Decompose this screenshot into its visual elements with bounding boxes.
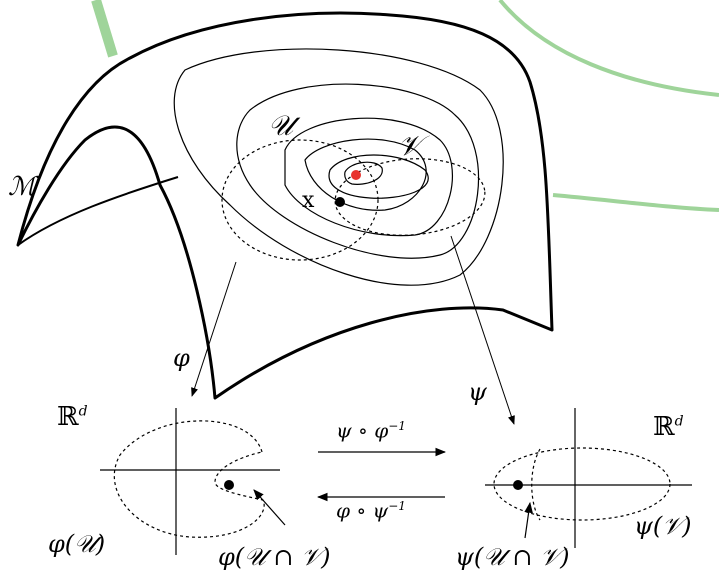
manifold-outline — [16, 11, 554, 400]
left-chart — [100, 408, 286, 555]
red-point-marker — [351, 170, 361, 180]
phi-u-cap-v-label: φ(𝒰 ∩ 𝒱) — [218, 543, 331, 571]
set-v-label: 𝒱 — [398, 129, 422, 162]
psi-arrow — [450, 235, 515, 425]
green-decoration — [91, 0, 719, 212]
chart-map-arrows — [191, 235, 515, 425]
point-x-label: x — [302, 188, 315, 213]
manifold-label: ℳ — [8, 172, 36, 202]
psi-v-label: ψ(𝒱) — [634, 512, 692, 540]
transition-bottom-label: φ ∘ ψ−1 — [336, 498, 406, 523]
rd-right-label: ℝd — [653, 412, 684, 442]
set-v-boundary — [334, 158, 486, 236]
phi-label: φ — [173, 344, 190, 372]
psi-u-cap-v-region — [531, 448, 541, 521]
set-u-boundary — [221, 139, 379, 261]
psi-u-cap-v-pointer — [524, 501, 533, 539]
level-contours — [173, 48, 504, 286]
manifold-surface — [16, 11, 554, 400]
psi-u-cap-v-label: ψ(𝒰 ∩ 𝒱) — [455, 543, 570, 571]
right-chart-point — [513, 480, 523, 490]
manifold-front-edge — [17, 176, 179, 246]
left-chart-point — [224, 480, 234, 490]
transition-top-label: ψ ∘ φ−1 — [336, 418, 406, 443]
point-marker — [335, 197, 345, 207]
set-u-label: 𝒰 — [268, 109, 294, 142]
psi-v-region — [493, 447, 671, 521]
transition-arrows — [316, 447, 447, 502]
phi-arrow — [191, 261, 237, 397]
psi-label: ψ — [468, 378, 487, 406]
phi-u-cap-v-pointer — [253, 489, 286, 526]
phi-u-label: φ(𝒰) — [48, 530, 106, 558]
phi-u-region — [113, 420, 265, 538]
right-chart — [485, 408, 692, 548]
rd-left-label: ℝd — [57, 402, 88, 432]
